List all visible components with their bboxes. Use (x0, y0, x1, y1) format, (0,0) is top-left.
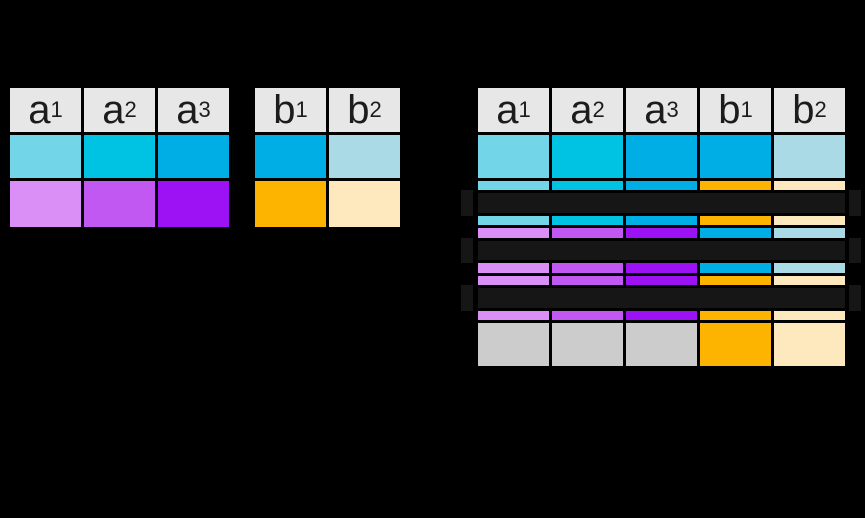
table-cell (626, 263, 697, 273)
table-cell (774, 323, 845, 366)
table-cell (700, 180, 771, 190)
column-label-base: a (28, 87, 51, 132)
table-cell (552, 134, 623, 178)
table-cell (626, 134, 697, 178)
table-cell (626, 310, 697, 320)
table-cell (626, 215, 697, 225)
table-cell (700, 228, 771, 238)
table-cell (774, 263, 845, 273)
table-row-1 (478, 180, 845, 190)
column-label-base: b (718, 87, 741, 132)
table-cell (478, 323, 549, 366)
table-cell (158, 134, 229, 178)
collapsed-rows-band (478, 193, 845, 213)
column-label-base: a (570, 87, 593, 132)
table-cell (552, 263, 623, 273)
table-row-0 (10, 134, 229, 178)
column-label-base: a (176, 87, 199, 132)
table-row-1 (10, 180, 229, 227)
table-cell (774, 228, 845, 238)
table-cell (255, 180, 326, 227)
table-cell (329, 180, 400, 227)
table-row-9 (478, 310, 845, 320)
column-label-base: a (102, 87, 125, 132)
table-cell (84, 180, 155, 227)
table-cell (774, 180, 845, 190)
band-left-tab (461, 190, 473, 216)
table-cell (478, 180, 549, 190)
table-cell (478, 275, 549, 285)
table-cell (329, 134, 400, 178)
table-cell (700, 323, 771, 366)
table-row-0 (255, 134, 400, 178)
table-cell (478, 228, 549, 238)
table-row-7 (478, 275, 845, 285)
table-cell (626, 228, 697, 238)
table-cell (478, 134, 549, 178)
table-cell (478, 263, 549, 273)
table-cell (700, 275, 771, 285)
table-cell (158, 180, 229, 227)
table-cell (478, 310, 549, 320)
column-label-base: b (347, 87, 370, 132)
column-label-base: b (273, 87, 296, 132)
band-left-tab (461, 285, 473, 311)
band-right-tab (849, 285, 861, 311)
table-row-1 (255, 180, 400, 227)
table-row-6 (478, 263, 845, 273)
table-cell (552, 310, 623, 320)
table-cell (255, 134, 326, 178)
table-cell (626, 180, 697, 190)
table-cell (774, 215, 845, 225)
column-label-base: a (644, 87, 667, 132)
table-cell (626, 275, 697, 285)
table-cell (700, 215, 771, 225)
table-row-10 (478, 323, 845, 366)
column-label-base: a (496, 87, 519, 132)
table-cell (10, 134, 81, 178)
table-cell (552, 180, 623, 190)
table-cell (84, 134, 155, 178)
table-cell (774, 275, 845, 285)
table-cell (700, 134, 771, 178)
table-cell (478, 215, 549, 225)
table-cell (626, 323, 697, 366)
table-cell (700, 263, 771, 273)
collapsed-rows-band (478, 240, 845, 260)
band-left-tab (461, 237, 473, 263)
band-right-tab (849, 237, 861, 263)
table-cell (700, 310, 771, 320)
table-cell (774, 310, 845, 320)
column-label-base: b (792, 87, 815, 132)
table-cell (552, 323, 623, 366)
collapsed-rows-band (478, 288, 845, 308)
table-cell (552, 228, 623, 238)
table-cell (774, 134, 845, 178)
band-right-tab (849, 190, 861, 216)
table-row-4 (478, 228, 845, 238)
table-row-0 (478, 134, 845, 178)
table-row-3 (478, 215, 845, 225)
table-cell (552, 215, 623, 225)
table-cell (552, 275, 623, 285)
table-cell (10, 180, 81, 227)
